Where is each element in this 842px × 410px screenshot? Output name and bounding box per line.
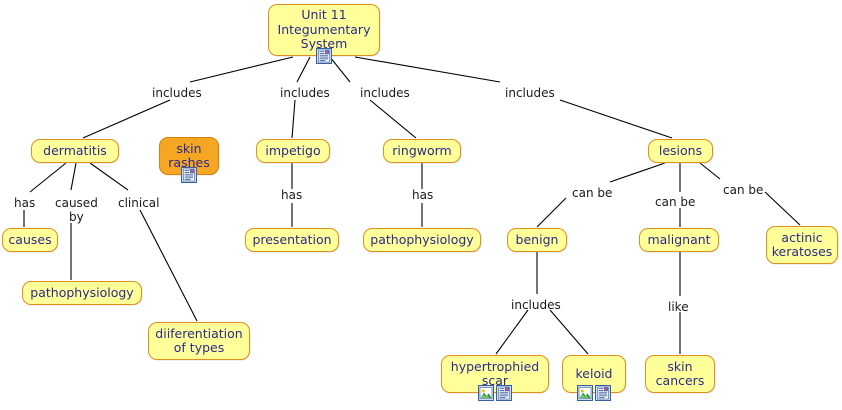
edge-label[interactable]: has bbox=[412, 188, 434, 202]
concept-node-impetigo[interactable]: impetigo bbox=[256, 139, 330, 163]
connector-line bbox=[70, 162, 77, 191]
node-icon-group bbox=[577, 385, 611, 401]
concept-node-causes[interactable]: causes bbox=[2, 228, 58, 252]
concept-node-label: impetigo bbox=[265, 142, 321, 158]
connector-line bbox=[764, 191, 801, 226]
concept-node-keloid[interactable]: keloid bbox=[562, 355, 626, 401]
document-icon[interactable] bbox=[496, 385, 512, 401]
connector-line bbox=[139, 209, 198, 322]
node-icon-group bbox=[181, 167, 197, 183]
connector-line bbox=[89, 162, 129, 191]
concept-node-presentation[interactable]: presentation bbox=[245, 228, 339, 252]
connector-line bbox=[495, 309, 529, 355]
edge-label[interactable]: includes bbox=[152, 86, 202, 100]
concept-node-label: causes bbox=[8, 231, 52, 247]
document-icon[interactable] bbox=[595, 385, 611, 401]
connector-line bbox=[329, 56, 351, 83]
edge-label[interactable]: has bbox=[281, 188, 303, 202]
concept-node-dermatitis[interactable]: dermatitis bbox=[31, 139, 119, 163]
concept-node-label: malignant bbox=[647, 231, 711, 247]
connector-line bbox=[291, 99, 296, 139]
connector-line bbox=[369, 99, 417, 139]
edge-label[interactable]: includes bbox=[505, 86, 555, 100]
concept-node-lesions[interactable]: lesions bbox=[648, 139, 713, 163]
edge-label[interactable]: like bbox=[668, 300, 689, 314]
concept-node-malignant[interactable]: malignant bbox=[639, 228, 719, 252]
edge-label[interactable]: clinical bbox=[118, 196, 160, 210]
edge-label[interactable]: includes bbox=[280, 86, 330, 100]
concept-node-ringworm[interactable]: ringworm bbox=[383, 139, 461, 163]
concept-node-label: pathophysiology bbox=[370, 231, 474, 247]
connector-line bbox=[296, 56, 311, 83]
connector-line bbox=[609, 162, 666, 183]
connector-line bbox=[189, 56, 294, 83]
document-icon[interactable] bbox=[181, 167, 197, 183]
connector-line bbox=[549, 309, 589, 355]
edge-label[interactable]: has bbox=[14, 196, 36, 210]
image-icon[interactable] bbox=[577, 385, 593, 401]
concept-node-label: presentation bbox=[252, 231, 332, 247]
connector-line bbox=[559, 99, 673, 139]
node-icon-group bbox=[316, 48, 332, 64]
connector-line bbox=[699, 162, 721, 180]
document-icon[interactable] bbox=[316, 48, 332, 64]
concept-node-pathophys_derm[interactable]: pathophysiology bbox=[22, 281, 142, 305]
connector-line bbox=[536, 197, 567, 228]
edge-label[interactable]: includes bbox=[360, 86, 410, 100]
concept-node-pathophys_ring[interactable]: pathophysiology bbox=[363, 228, 481, 252]
connector-line bbox=[82, 99, 171, 139]
concept-node-label: keloid bbox=[575, 365, 613, 381]
concept-node-label: dermatitis bbox=[43, 142, 107, 158]
concept-node-label: lesions bbox=[658, 142, 703, 158]
concept-node-label: ringworm bbox=[392, 142, 452, 158]
concept-node-benign[interactable]: benign bbox=[507, 228, 567, 252]
node-icon-group bbox=[478, 385, 512, 401]
image-icon[interactable] bbox=[478, 385, 494, 401]
edge-label[interactable]: can be bbox=[572, 186, 613, 200]
connector-line bbox=[29, 162, 67, 193]
edge-label[interactable]: can be bbox=[655, 195, 696, 209]
concept-node-label: pathophysiology bbox=[30, 284, 134, 300]
edge-label[interactable]: includes bbox=[511, 298, 561, 312]
concept-node-label: benign bbox=[515, 231, 559, 247]
connector-line bbox=[354, 56, 501, 83]
edge-label[interactable]: can be bbox=[723, 183, 764, 197]
